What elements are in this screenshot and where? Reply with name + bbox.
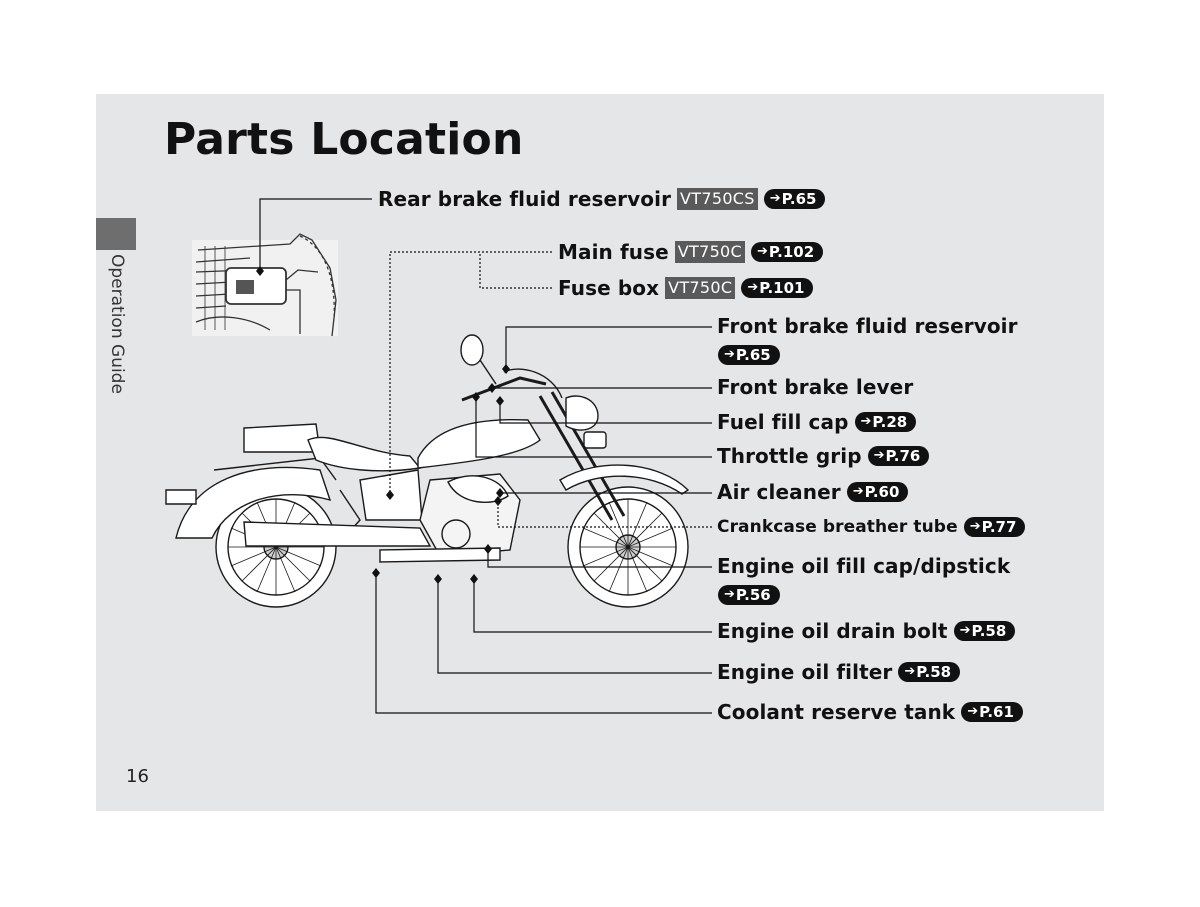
callout-label: Engine oil drain bolt bbox=[717, 619, 948, 643]
callout-label: Coolant reserve tank bbox=[717, 700, 956, 724]
arrow-right-icon: ➔ bbox=[852, 484, 864, 499]
page-number: 16 bbox=[126, 766, 149, 787]
page-ref-link[interactable]: ➔P.61 bbox=[961, 702, 1023, 722]
page-ref-link[interactable]: ➔P.56 bbox=[718, 585, 780, 605]
arrow-right-icon: ➔ bbox=[967, 704, 979, 719]
arrow-right-icon: ➔ bbox=[959, 623, 971, 638]
callout-throttle-grip: Throttle grip ➔P.76 bbox=[717, 443, 930, 469]
arrow-right-icon: ➔ bbox=[969, 519, 981, 534]
page-ref-link[interactable]: ➔P.58 bbox=[953, 621, 1016, 641]
arrow-right-icon: ➔ bbox=[873, 448, 885, 463]
page-ref-link[interactable]: ➔P.76 bbox=[867, 446, 930, 466]
callout-label: Engine oil filter bbox=[717, 660, 893, 684]
page-ref-link[interactable]: ➔P.102 bbox=[751, 242, 824, 262]
arrow-right-icon: ➔ bbox=[757, 244, 768, 259]
callout-engine-oil-drain-bolt: Engine oil drain bolt ➔P.58 bbox=[717, 618, 1016, 644]
callout-label: Rear brake fluid reservoir bbox=[378, 187, 672, 211]
leader-lines-dotted bbox=[389, 251, 712, 528]
page-ref-link[interactable]: ➔P.65 bbox=[763, 189, 826, 209]
callout-label: Main fuse bbox=[558, 240, 669, 264]
section-tab bbox=[96, 218, 136, 250]
arrow-right-icon: ➔ bbox=[860, 414, 872, 429]
callout-main-fuse: Main fuse VT750C ➔P.102 bbox=[558, 239, 824, 265]
callout-engine-oil-fill-cap: Engine oil fill cap/dipstick bbox=[717, 553, 1010, 579]
leader-points bbox=[256, 266, 510, 584]
page-ref-link[interactable]: ➔P.28 bbox=[854, 412, 917, 432]
callout-engine-oil-filter: Engine oil filter ➔P.58 bbox=[717, 659, 961, 685]
arrow-right-icon: ➔ bbox=[747, 280, 759, 295]
callout-label: Air cleaner bbox=[717, 480, 841, 504]
callout-label: Front brake lever bbox=[717, 375, 914, 399]
callout-label: Front brake fluid reservoir bbox=[717, 314, 1018, 338]
model-badge: VT750C bbox=[674, 241, 745, 263]
page-ref-link[interactable]: ➔P.101 bbox=[741, 278, 814, 298]
callout-air-cleaner: Air cleaner ➔P.60 bbox=[717, 479, 909, 505]
model-badge: VT750CS bbox=[677, 188, 758, 210]
page-ref-link[interactable]: ➔P.65 bbox=[718, 345, 780, 365]
callout-crankcase-breather-tube: Crankcase breather tube ➔P.77 bbox=[717, 514, 1026, 540]
motorcycle-illustration bbox=[165, 334, 690, 608]
callout-front-brake-fluid-reservoir: Front brake fluid reservoir bbox=[717, 313, 1018, 339]
callout-fuse-box: Fuse box VT750C ➔P.101 bbox=[558, 275, 814, 301]
callout-label: Engine oil fill cap/dipstick bbox=[717, 554, 1011, 578]
page-ref-link[interactable]: ➔P.60 bbox=[846, 482, 909, 502]
arrow-right-icon: ➔ bbox=[904, 664, 916, 679]
callout-label: Throttle grip bbox=[717, 444, 862, 468]
rear-brake-inset-illustration bbox=[192, 233, 338, 337]
arrow-right-icon: ➔ bbox=[724, 347, 735, 362]
callout-fuel-fill-cap: Fuel fill cap ➔P.28 bbox=[717, 409, 917, 435]
callout-label: Fuel fill cap bbox=[717, 410, 849, 434]
page-title: Parts Location bbox=[164, 114, 524, 165]
callout-label: Crankcase breather tube bbox=[717, 517, 958, 537]
callout-label: Fuse box bbox=[558, 276, 660, 300]
page-ref-link[interactable]: ➔P.77 bbox=[963, 517, 1026, 537]
callout-front-brake-lever: Front brake lever bbox=[717, 374, 913, 400]
callout-coolant-reserve-tank: Coolant reserve tank ➔P.61 bbox=[717, 699, 1023, 725]
arrow-right-icon: ➔ bbox=[724, 587, 735, 602]
leader-lines bbox=[259, 198, 712, 714]
arrow-right-icon: ➔ bbox=[769, 191, 781, 206]
page-ref-link[interactable]: ➔P.58 bbox=[898, 662, 961, 682]
callout-rear-brake-fluid-reservoir: Rear brake fluid reservoir VT750CS ➔P.65 bbox=[378, 186, 826, 212]
model-badge: VT750C bbox=[665, 277, 736, 299]
